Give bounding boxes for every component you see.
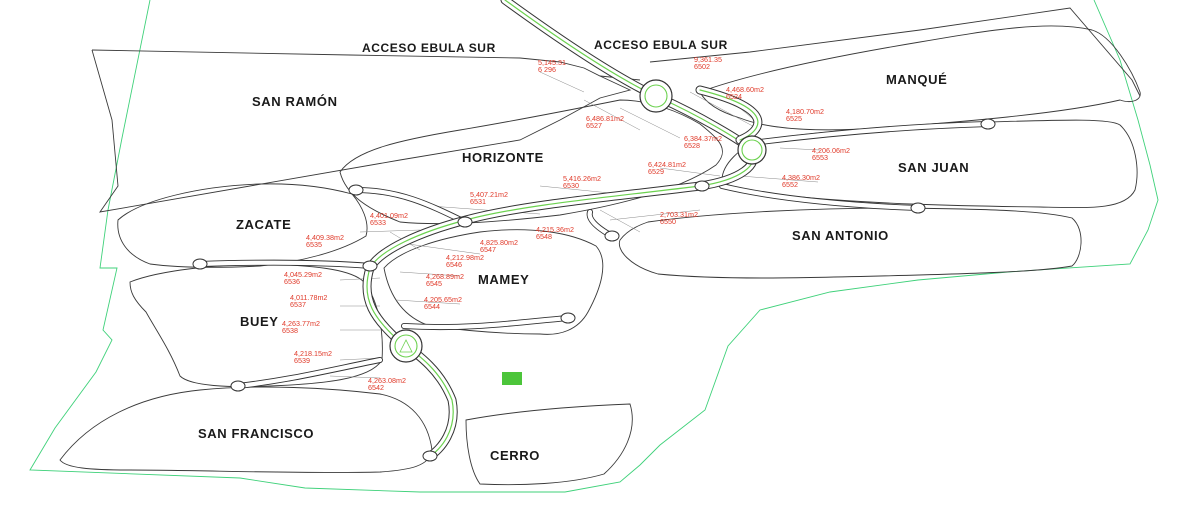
lot-area: 5,145.31 — [538, 58, 566, 67]
lot-area: 4,011.78m2 — [290, 293, 327, 302]
lot-code: 6535 — [306, 240, 322, 249]
lot-area: 4,263.77m2 — [282, 319, 320, 328]
zone-label-san-francisco: SAN FRANCISCO — [198, 426, 314, 441]
lot-code: 6546 — [446, 260, 462, 269]
lot-area: 4,468.60m2 — [726, 85, 764, 94]
lot-code: 6553 — [812, 153, 828, 162]
lot-code: 6547 — [480, 245, 496, 254]
lot-code: 6538 — [282, 326, 298, 335]
lot-code: 6536 — [284, 277, 300, 286]
access-label-right: ACCESO EBULA SUR — [594, 38, 728, 52]
lot-code: 6545 — [426, 279, 442, 288]
lot-code: 6542 — [368, 383, 384, 392]
lot-area: 4,386.30m2 — [782, 173, 820, 182]
lot-code: 6550 — [660, 217, 676, 226]
lot-area: 4,218.15m2 — [294, 349, 332, 358]
lot-code: 6525 — [786, 114, 802, 123]
lot-code: 6530 — [563, 181, 579, 190]
lot-code: 6533 — [370, 218, 386, 227]
lot-code: 6528 — [684, 141, 700, 150]
zone-outline-horizonte — [339, 99, 723, 225]
lot-area: 6,424.81m2 — [648, 160, 686, 169]
zone-outline-cerro — [465, 403, 633, 486]
zone-outline-zacate — [117, 183, 368, 268]
lot-area: 4,825.80m2 — [480, 238, 518, 247]
lot-code: 6527 — [586, 121, 602, 130]
zone-outline-san-francisco — [59, 386, 433, 474]
lot-code: 6548 — [536, 232, 552, 241]
lot-code: 6502 — [694, 62, 710, 71]
lot-area: 5,407.21m2 — [470, 190, 508, 199]
lot-area: 4,045.29m2 — [284, 270, 322, 279]
lot-area: 4,215.36m2 — [536, 225, 574, 234]
lot-area: 4,268.89m2 — [426, 272, 464, 281]
zone-label-zacate: ZACATE — [236, 217, 291, 232]
zone-label-san-ramon: SAN RAMÓN — [252, 94, 338, 109]
access-label-left: ACCESO EBULA SUR — [362, 41, 496, 55]
lot-dividers — [329, 71, 821, 379]
zone-outline-san-ramon — [91, 49, 632, 213]
lot-area: 4,180.70m2 — [786, 107, 824, 116]
lot-area: 4,205.65m2 — [424, 295, 462, 304]
lot-code: 6531 — [470, 197, 486, 206]
lot-area: 9,361.35 — [694, 55, 722, 64]
lot-area: 5,416.26m2 — [563, 174, 601, 183]
lot-code: 6 296 — [538, 65, 556, 74]
lot-labels: 5,145.31 6 296 9,361.35 6502 4,468.60m2 … — [282, 55, 850, 392]
site-marker — [502, 372, 522, 385]
zone-outline-manque — [699, 25, 1141, 131]
lot-code: 6529 — [648, 167, 664, 176]
lot-code: 6544 — [424, 302, 440, 311]
lot-code: 6524 — [726, 92, 742, 101]
lot-code: 6537 — [290, 300, 306, 309]
property-boundary — [29, 0, 1159, 493]
lot-area: 6,384.37m2 — [684, 134, 722, 143]
lot-area: 2,703.31m2 — [660, 210, 698, 219]
zone-label-horizonte: HORIZONTE — [462, 150, 544, 165]
cul-de-sac-loops — [197, 121, 991, 389]
zone-label-buey: BUEY — [240, 314, 279, 329]
zone-outline-top-right — [649, 7, 1141, 97]
zone-label-manque: MANQUÉ — [886, 72, 947, 87]
lot-area: 4,212.98m2 — [446, 253, 484, 262]
lot-area: 6,486.81m2 — [586, 114, 624, 123]
zone-label-mamey: MAMEY — [478, 272, 529, 287]
zone-label-san-juan: SAN JUAN — [898, 160, 969, 175]
lot-area: 4,206.06m2 — [812, 146, 850, 155]
lot-area: 4,409.38m2 — [306, 233, 344, 242]
lot-code: 6552 — [782, 180, 798, 189]
zone-label-cerro: CERRO — [490, 448, 540, 463]
roundabouts — [389, 79, 767, 363]
zone-label-san-antonio: SAN ANTONIO — [792, 228, 889, 243]
lot-area: 4,263.08m2 — [368, 376, 406, 385]
lot-area: 4,401.09m2 — [370, 211, 408, 220]
cul-de-sac-ends — [192, 118, 996, 462]
lot-code: 6539 — [294, 356, 310, 365]
